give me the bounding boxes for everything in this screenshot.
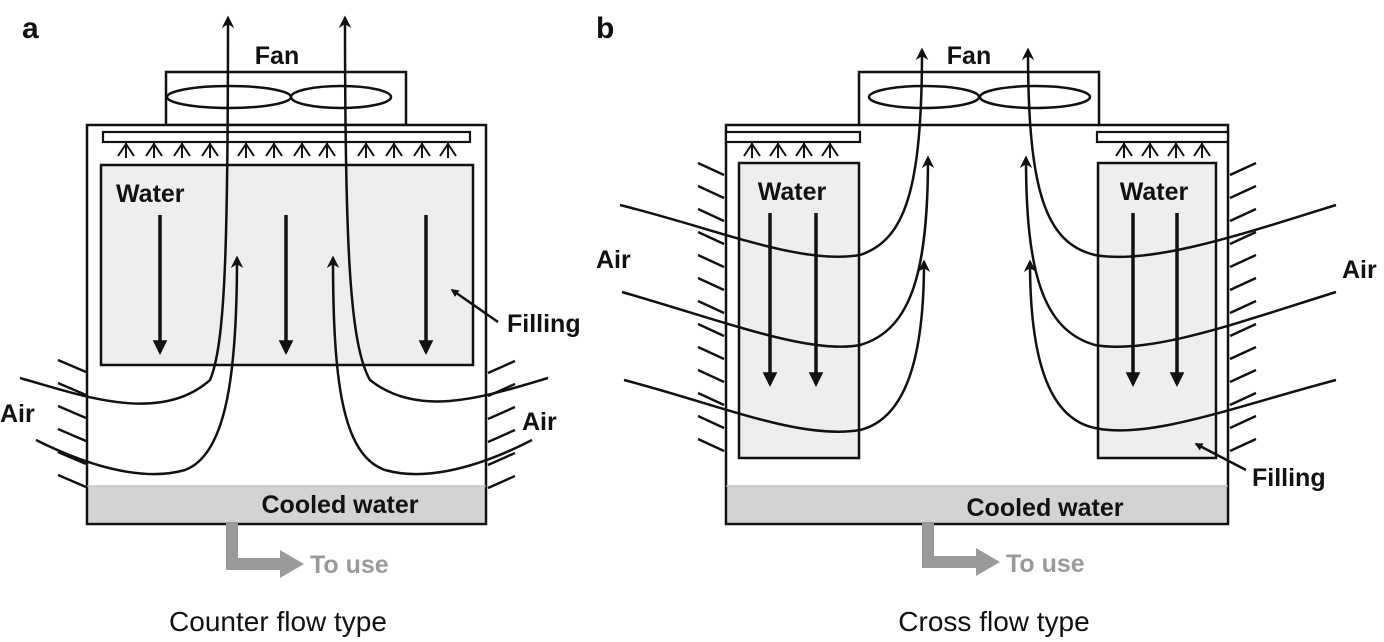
panel-a-outlet-arrowhead: [280, 550, 304, 578]
panel-b-cooled-water-basin: [727, 486, 1227, 523]
panel-b-spray-nozzles-left: [743, 142, 839, 158]
panel-a-caption: Counter flow type: [169, 606, 387, 637]
panel-b-air-left-label: Air: [596, 246, 631, 274]
panel-a-spray-nozzles: [117, 142, 457, 158]
panel-b-water-left-label: Water: [758, 178, 827, 206]
panel-a-fan-blade-right: [289, 84, 393, 110]
panel-a-cooled-water-label: Cooled water: [262, 491, 419, 519]
panel-a-fan-housing: [164, 70, 408, 127]
panel-a-air-flow-4: [326, 255, 533, 476]
panel-a-to-use-label: To use: [310, 551, 389, 579]
panel-b-outlet-arrowhead: [976, 548, 1000, 576]
panel-a-air-flow-1: [19, 15, 235, 405]
panel-a-cooled-water-basin: [88, 486, 485, 523]
panel-b-fan-blade-right: [978, 84, 1092, 110]
panel-a-outlet-pipe: [226, 522, 284, 570]
panel-b-water-right-label: Water: [1120, 178, 1189, 206]
panel-b-cross-flow: b Fan Cooled water Water Water: [596, 12, 1377, 637]
panel-b-outlet-pipe: [922, 522, 980, 568]
panel-b-air-flow-2: [621, 155, 935, 348]
panel-b-air-flow-5: [1019, 155, 1337, 349]
panel-b-filling-label: Filling: [1252, 464, 1326, 492]
panel-b-filling-pointer: [1194, 442, 1247, 472]
panel-b-cooled-water-label: Cooled water: [967, 494, 1124, 522]
panel-b-filling-right: [1096, 161, 1218, 460]
panel-b-air-flow-1: [619, 47, 929, 258]
panel-a-distribution-pipe: [101, 130, 472, 144]
panel-b-air-flow-3: [623, 259, 931, 433]
panel-b-filling-left: [737, 161, 861, 460]
panel-a-filling-label: Filling: [507, 310, 581, 338]
panel-b-air-flow-6: [1023, 259, 1337, 432]
panel-a-air-right-label: Air: [522, 408, 557, 436]
panel-a-filling-pointer: [450, 288, 499, 324]
panel-a-louvres-right: [487, 359, 516, 490]
panel-b-air-flow-4: [1021, 47, 1337, 259]
panel-a-air-flow-3: [338, 15, 549, 403]
panel-a-counter-flow: a Fan Cooled water Water Filling: [0, 12, 581, 637]
panel-a-air-left-label: Air: [0, 400, 35, 428]
panel-a-air-flow-2: [35, 255, 244, 476]
panel-b-to-use-label: To use: [1006, 550, 1085, 578]
panel-b-fan-label: Fan: [947, 42, 991, 70]
panel-b-distribution-pipe-left: [724, 130, 862, 144]
panel-b-air-right-label: Air: [1342, 256, 1377, 284]
panel-b-caption: Cross flow type: [898, 606, 1089, 637]
panel-a-fan-label: Fan: [255, 42, 299, 70]
panel-b-spray-nozzles-right: [1115, 142, 1211, 158]
panel-a-water-label: Water: [116, 180, 185, 208]
panel-b-louvres-left: [697, 161, 725, 453]
panel-b-louvres-right: [1229, 161, 1257, 453]
panel-a-letter: a: [22, 12, 39, 45]
panel-b-distribution-pipe-right: [1095, 130, 1230, 144]
panel-b-letter: b: [596, 12, 614, 45]
panel-a-louvres-left: [57, 358, 87, 489]
